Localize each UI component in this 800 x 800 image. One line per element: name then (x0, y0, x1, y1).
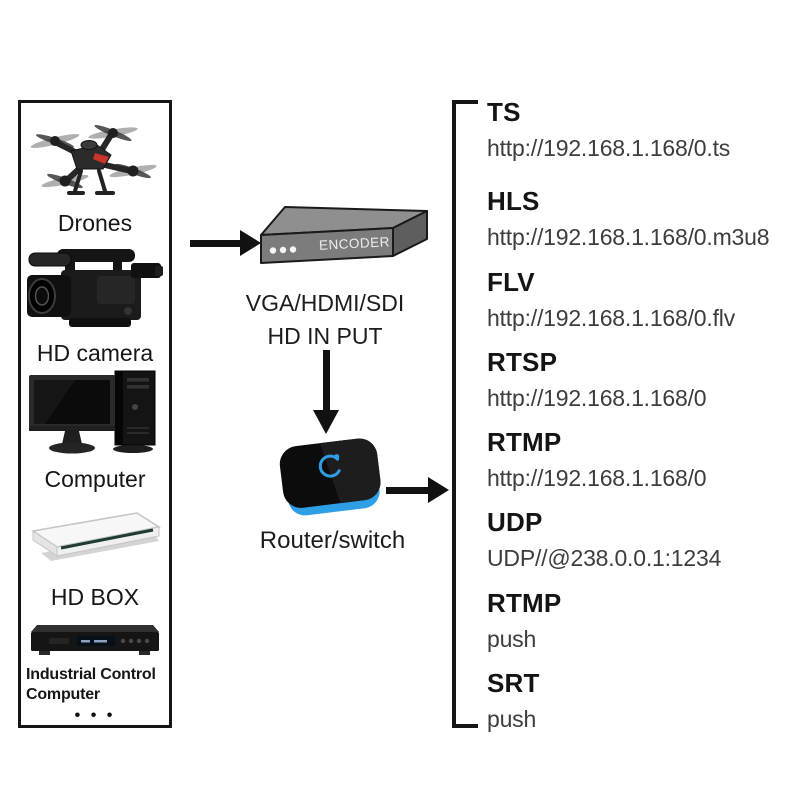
camcorder-icon (21, 245, 169, 335)
drone-icon (21, 107, 169, 205)
protocol-name: HLS (487, 186, 540, 216)
protocol-name: TS (487, 97, 521, 127)
router-device-icon (272, 430, 392, 530)
protocol-entry-rtmp: RTMP http://192.168.1.168/0 (487, 427, 793, 492)
source-label-hd-camera: HD camera (36, 340, 154, 366)
source-devices-panel: Drones HD camera (18, 100, 172, 728)
protocol-url: http://192.168.1.168/0 (487, 465, 707, 491)
protocol-url: http://192.168.1.168/0.m3u8 (487, 224, 770, 250)
protocol-name: RTSP (487, 347, 558, 377)
source-label-drones: Drones (57, 210, 133, 236)
protocol-url: http://192.168.1.168/0.ts (487, 135, 731, 161)
encoder-device-icon: ENCODER (255, 197, 445, 274)
protocol-name: FLV (487, 267, 535, 297)
encoder-input-label: VGA/HDMI/SDI HD IN PUT (240, 287, 410, 353)
router-label: Router/switch (259, 527, 406, 554)
more-sources-ellipsis: • • • (74, 707, 116, 724)
protocol-entry-rtmp-push: RTMP push (487, 588, 793, 653)
arrow-sources-to-encoder (190, 227, 262, 259)
output-bracket (452, 100, 478, 728)
protocol-name: RTMP (487, 588, 562, 618)
set-top-box-icon (21, 503, 169, 567)
protocol-entry-ts: TS http://192.168.1.168/0.ts (487, 97, 793, 162)
protocol-url: http://192.168.1.168/0.flv (487, 305, 735, 331)
protocol-list: TS http://192.168.1.168/0.ts HLS http://… (487, 97, 793, 737)
protocol-entry-rtsp: RTSP http://192.168.1.168/0 (487, 347, 793, 412)
source-label-hd-box: HD BOX (50, 584, 140, 610)
protocol-entry-hls: HLS http://192.168.1.168/0.m3u8 (487, 186, 793, 251)
arrow-router-to-outputs (386, 474, 450, 506)
arrow-encoder-to-router (310, 350, 342, 436)
protocol-name: UDP (487, 507, 543, 537)
protocol-url: UDP//@238.0.0.1:1234 (487, 545, 722, 571)
protocol-name: SRT (487, 668, 540, 698)
protocol-url: push (487, 626, 537, 652)
protocol-name: RTMP (487, 427, 562, 457)
protocol-entry-flv: FLV http://192.168.1.168/0.flv (487, 267, 793, 332)
source-label-computer: Computer (44, 466, 146, 492)
protocol-entry-srt-push: SRT push (487, 668, 793, 733)
desktop-computer-icon (21, 369, 169, 461)
encoder-input-line1: VGA/HDMI/SDI (245, 290, 405, 316)
encoder-device-label: ENCODER (319, 234, 391, 253)
protocol-url: http://192.168.1.168/0 (487, 385, 707, 411)
encoder-input-line2: HD IN PUT (267, 323, 383, 349)
protocol-url: push (487, 706, 537, 732)
source-label-industrial-control-computer: Industrial Control Computer (26, 666, 156, 703)
protocol-entry-udp: UDP UDP//@238.0.0.1:1234 (487, 507, 793, 572)
industrial-computer-icon (21, 619, 169, 661)
